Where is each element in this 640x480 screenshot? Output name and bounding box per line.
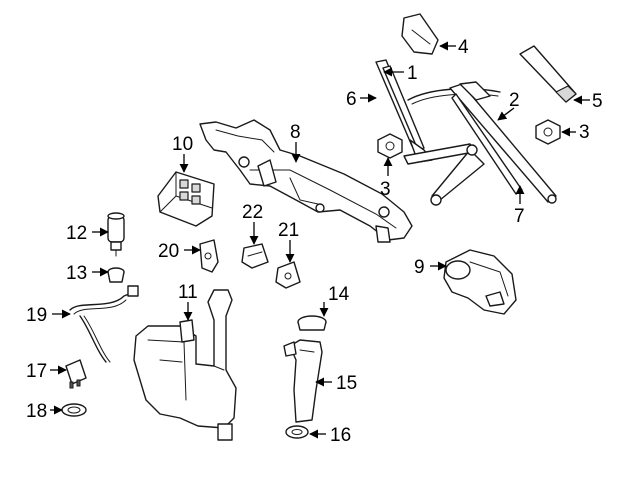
level-sensor-part[interactable] — [65, 359, 87, 389]
reservoir-seal-part[interactable] — [61, 403, 87, 417]
callout-17: 17 — [26, 361, 47, 382]
hose-clip-part[interactable] — [199, 239, 219, 273]
callout-22: 22 — [242, 202, 263, 223]
blade-cover-part[interactable] — [519, 45, 577, 103]
wiper-arm-cap-part[interactable] — [401, 13, 439, 55]
washer-pump-part[interactable] — [107, 212, 125, 257]
filler-cap-part[interactable] — [297, 315, 327, 331]
washer-reservoir-part[interactable] — [133, 289, 237, 441]
callout-13: 13 — [66, 263, 87, 284]
callout-7: 7 — [514, 206, 525, 227]
connector-part[interactable] — [241, 243, 269, 269]
callout-15: 15 — [336, 373, 357, 394]
callout-10: 10 — [172, 134, 193, 155]
callout-4: 4 — [458, 37, 469, 58]
callout-6: 6 — [346, 89, 357, 110]
callout-1: 1 — [407, 63, 418, 84]
wiper-motor-part[interactable] — [443, 249, 517, 315]
nut-part-left[interactable] — [377, 133, 403, 159]
callout-8: 8 — [290, 122, 301, 143]
neck-grommet-part[interactable] — [285, 425, 309, 439]
callout-16: 16 — [330, 425, 351, 446]
callout-11: 11 — [178, 282, 198, 303]
callout-19: 19 — [26, 305, 47, 326]
callout-3a: 3 — [380, 179, 391, 200]
callout-21: 21 — [278, 220, 299, 241]
right-wiper-arm-part[interactable] — [449, 81, 557, 204]
callout-20: 20 — [158, 241, 179, 262]
harness-connector-part[interactable] — [275, 261, 301, 289]
leader-arrows — [50, 41, 590, 439]
callout-14: 14 — [328, 284, 350, 305]
callout-2: 2 — [509, 90, 520, 111]
washer-hose-part[interactable] — [69, 285, 139, 363]
callout-labels: 1 2 3 3 4 5 6 7 8 9 10 11 12 13 14 15 16… — [26, 37, 603, 446]
callout-3b: 3 — [579, 122, 590, 143]
wiper-transmission-frame-part[interactable] — [199, 119, 413, 243]
pump-grommet-part[interactable] — [107, 267, 125, 283]
leader-2 — [497, 107, 515, 121]
callout-9: 9 — [414, 257, 425, 278]
wiper-linkage-rods-part[interactable] — [403, 143, 485, 206]
callout-12: 12 — [66, 223, 87, 244]
nut-part-right[interactable] — [535, 119, 561, 145]
filler-neck-part[interactable] — [283, 339, 323, 423]
callout-5: 5 — [592, 91, 603, 112]
callout-18: 18 — [26, 401, 47, 422]
control-module-part[interactable] — [157, 171, 215, 227]
